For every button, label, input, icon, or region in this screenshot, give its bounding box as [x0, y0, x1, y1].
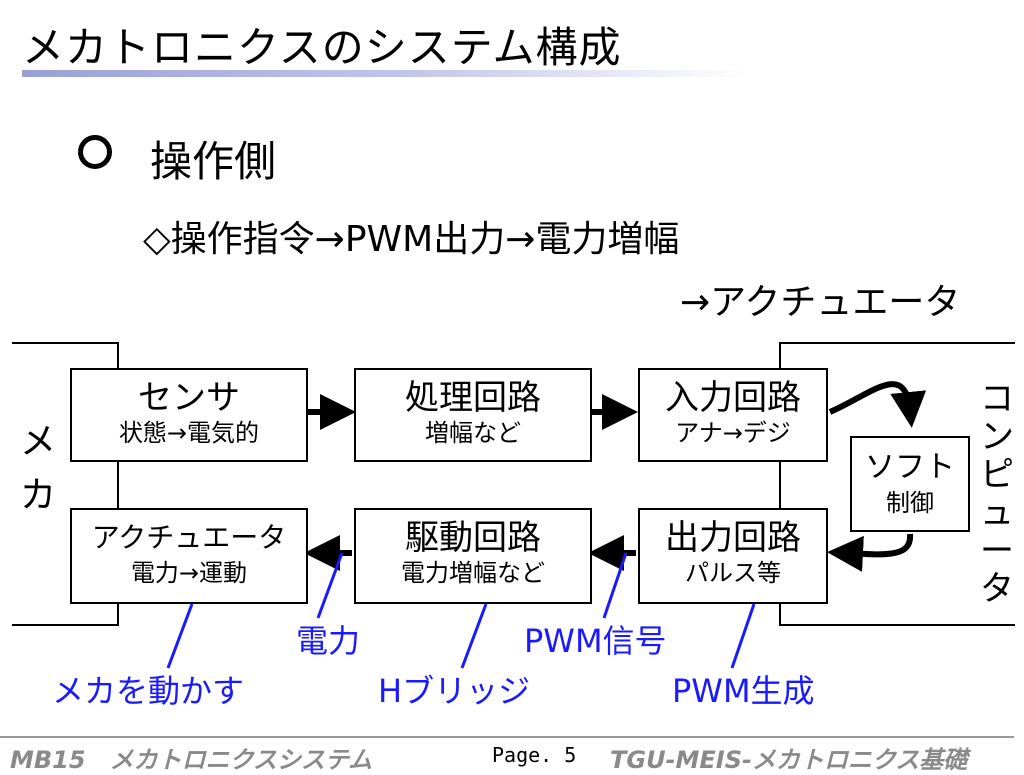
mecha-side-label: メ カ [18, 420, 58, 518]
footer-rule [0, 736, 1014, 738]
label-pwm-signal: PWM信号 [524, 622, 667, 660]
sensor-title: センサ [138, 378, 240, 418]
input-title: 入力回路 [665, 378, 801, 418]
actuator-subtitle: 電力→運動 [130, 559, 248, 587]
output-box: 出力回路 パルス等 [638, 508, 828, 604]
computer-char: ピ [980, 455, 1014, 495]
leader-h-bridge [460, 603, 488, 669]
computer-boundary-bottom [779, 603, 1015, 626]
computer-char: ー [980, 531, 1014, 571]
arrow-software-to-output [827, 533, 914, 572]
footer-page: Page. 5 [492, 743, 577, 767]
drive-box: 駆動回路 電力増幅など [354, 508, 592, 604]
sensor-subtitle: 状態→電気的 [118, 419, 260, 447]
circle-bullet-icon [78, 135, 112, 169]
computer-char: タ [980, 569, 1014, 609]
input-subtitle: アナ→デジ [675, 419, 791, 447]
leader-power [316, 552, 344, 619]
processing-box: 処理回路 増幅など [354, 368, 592, 462]
software-subtitle: 制御 [886, 489, 934, 517]
output-title: 出力回路 [665, 518, 801, 558]
flow-line-1: ◇操作指令→PWM出力→電力増幅 [143, 219, 680, 260]
flow-line-2: →アクチュエータ [680, 282, 961, 323]
label-power: 電力 [296, 622, 361, 660]
mecha-char: メ [19, 421, 56, 462]
footer-course: MB15 メカトロニクスシステム [10, 746, 373, 774]
actuator-box: アクチュエータ 電力→運動 [70, 508, 308, 604]
software-box: ソフト 制御 [850, 436, 970, 532]
processing-subtitle: 増幅など [425, 419, 521, 447]
arrow-input-to-software [828, 381, 927, 428]
computer-boundary-top [779, 342, 1015, 368]
drive-subtitle: 電力増幅など [401, 559, 545, 587]
label-pwm-generate: PWM生成 [672, 672, 815, 710]
computer-char: コ [980, 379, 1014, 419]
output-subtitle: パルス等 [685, 559, 781, 587]
computer-char: ュ [980, 493, 1014, 533]
mecha-boundary-bottom [12, 603, 119, 626]
actuator-title: アクチュエータ [91, 521, 287, 554]
processing-title: 処理回路 [405, 378, 541, 418]
page-title: メカトロニクスのシステム構成 [22, 23, 622, 72]
mecha-char: カ [19, 475, 56, 516]
software-title: ソフト [865, 450, 955, 485]
title-underline [22, 70, 747, 77]
input-box: 入力回路 アナ→デジ [638, 368, 828, 462]
drive-title: 駆動回路 [405, 518, 541, 558]
leader-pwm-generate [730, 603, 756, 669]
computer-char: ン [980, 417, 1014, 457]
section-heading: 操作側 [150, 137, 277, 186]
leader-pwm-signal [602, 552, 628, 619]
leader-move-mecha [166, 603, 194, 669]
label-move-mecha: メカを動かす [52, 672, 245, 710]
mecha-boundary-top [12, 342, 119, 368]
label-h-bridge: Hブリッジ [378, 672, 531, 710]
sensor-box: センサ 状態→電気的 [70, 368, 308, 462]
footer-dept: TGU-MEIS-メカトロニクス基礎 [610, 746, 968, 774]
computer-side-label: コ ン ピ ュ ー タ [977, 380, 1017, 608]
